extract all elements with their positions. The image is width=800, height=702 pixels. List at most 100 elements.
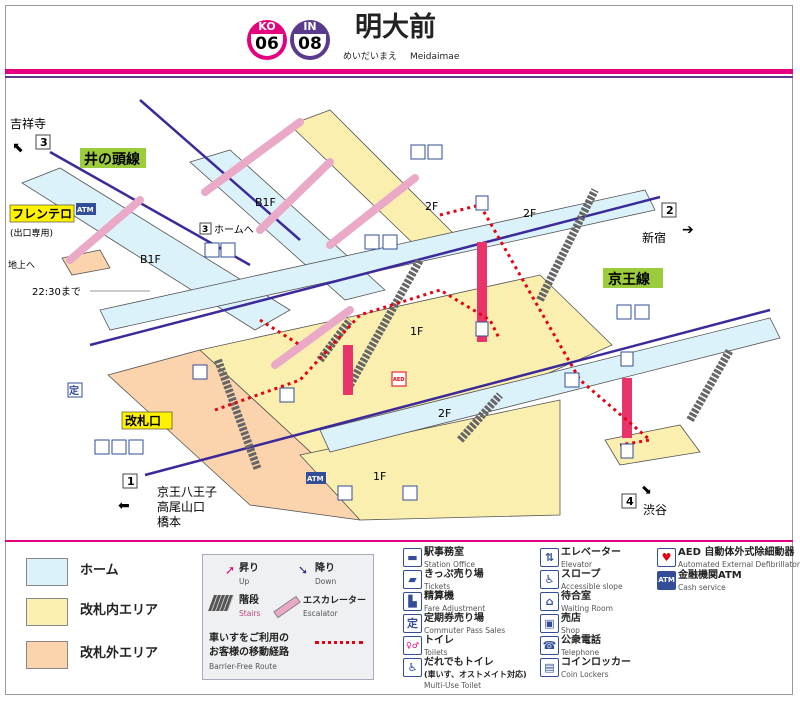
multi-use-toilet-icon: ♿ [403,658,422,677]
atm-icon [76,203,96,215]
stairs-label: 階段 [239,595,259,606]
inokashira-line-label: 井の頭線 [84,151,140,168]
floor-label: 2F [438,407,451,420]
station-romaji: Meidaimae [410,52,460,62]
commuter-pass-icon: 定 [403,614,422,633]
arrow-up-icon: ➚ [225,563,236,577]
exit-number: 3 [40,136,48,149]
telephone-label: 公衆電話 [561,635,601,646]
to-platform-number: 3 [202,225,208,235]
accessible-slope-icon: ♿ [540,570,559,589]
accessible-slope-label-en: Accessible slope [561,582,623,591]
fare-adjustment-icon: ▙ [403,592,422,611]
waiting-room-icon [564,372,580,388]
tickets-icon: ▰ [403,570,422,589]
commuter-pass-label: 定期券売り場 [424,613,484,624]
exit-destination: 京王八王子 [157,485,217,499]
atm-icon-label: ATM [77,206,94,214]
down-label: 降り [315,563,335,574]
in-line-badge: IN 08 [290,20,330,60]
station-reading: めいだいまえ [343,52,398,62]
frente-label-bg [9,204,75,223]
escalator-label-en: Escalator [303,609,338,618]
elevator-shaft-icon [343,345,353,395]
aed-label: AED 自動体外式除細動器 [678,547,795,558]
waiting-room-label-en: Waiting Room [561,604,613,613]
station-office-icon [192,364,208,380]
toilets-label-en: Toilets [424,648,448,657]
down-label-en: Down [315,577,337,586]
keio-platform-lower [319,317,781,453]
ticket-gate-label-bg [121,411,173,430]
elevator-label: エレベーター [561,547,621,558]
shop-label-en: Shop [561,626,580,635]
legend-swatch-outside-gate [26,641,68,669]
elevator-shaft-icon [622,378,632,438]
shop-icon [94,439,110,455]
toilets-icon [204,242,220,258]
legend-swatch-platform [26,558,68,586]
floor-label: B1F [255,196,276,209]
aed-icon: ♥ [657,548,676,567]
map-frame [5,5,793,695]
legend-label-outside-gate: 改札外エリア [80,646,159,661]
exit-2-badge[interactable] [661,202,677,218]
telephone-icon [128,439,144,455]
atm-label-en: Cash service [678,583,726,592]
exit-destination: 新宿 [642,230,666,245]
atm-label: 金融機関ATM [678,570,742,581]
fare-adjustment-icon [111,439,127,455]
multi-use-toilet-icon [220,242,236,258]
exit-number: 1 [127,475,135,488]
elevator-label-en: Elevator [561,560,593,569]
inokashira-line-label-bg [80,148,146,168]
frente-exit-label: フレンテロ [12,207,72,221]
multi-use-toilet-label-note: (車いす、オストメイト対応) [424,670,527,679]
elevator-icon [620,443,634,459]
exit-4-badge[interactable] [621,493,637,509]
shop-icon [337,485,353,501]
barrier-free-route [259,318,301,347]
exit-number: 4 [626,495,634,508]
coin-lockers-label-en: Coin Lockers [561,670,609,679]
atm-icon-label: ATM [307,475,324,483]
waiting-room-icon: ⌂ [540,592,559,611]
floor-label: 1F [410,325,423,338]
exit-1-badge[interactable] [122,473,138,489]
exit-destination: 高尾山口 [157,499,205,514]
movement-legend: ➚ 昇り Up ➘ 降り Down 階段 Stairs エスカレーター Esca… [202,554,374,680]
map-facility-icons: ATM ATM AED 定 [67,144,650,501]
toilets-label: トイレ [424,635,454,646]
ticket-gate-label: 改札口 [125,413,161,428]
arrow-right-icon: ⬊ [641,483,652,498]
legend-divider [5,540,793,542]
floor-label: B1F [140,253,161,266]
fare-adjustment-label: 精算機 [424,591,454,602]
up-label: 昇り [239,563,259,574]
commuter-pass-label-en: Commuter Pass Sales [424,626,506,635]
stairs-icon [208,595,234,611]
elevator-shaft-icon [477,242,487,342]
legend-label-platform: ホーム [80,563,119,578]
floor-label: 2F [425,200,438,213]
keio-elevator-area [604,424,701,466]
tickets-label-en: Tickets [424,582,451,591]
header-pink-rule [5,69,793,74]
barrier-free-route [439,203,654,447]
exit-3-badge[interactable] [35,134,51,150]
telephone-icon: ☎ [540,636,559,655]
telephone-icon [616,304,632,320]
aed-icon-label: AED [393,377,404,383]
arrow-left-icon: ⬉ [12,140,24,156]
shop-icon: ▣ [540,614,559,633]
station-name: 明大前 [355,12,436,43]
station-office-label-en: Station Office [424,560,475,569]
to-ground-label: 地上へ [8,259,35,271]
station-office-icon [410,144,426,160]
keio-platform-upper [99,189,656,331]
escalator-label: エスカレーター [303,596,367,606]
shop-icon [634,304,650,320]
keio-line-label: 京王線 [608,271,650,288]
commuter-pass-icon-label: 定 [69,384,79,397]
arrow-left-icon: ⬅ [118,498,130,514]
